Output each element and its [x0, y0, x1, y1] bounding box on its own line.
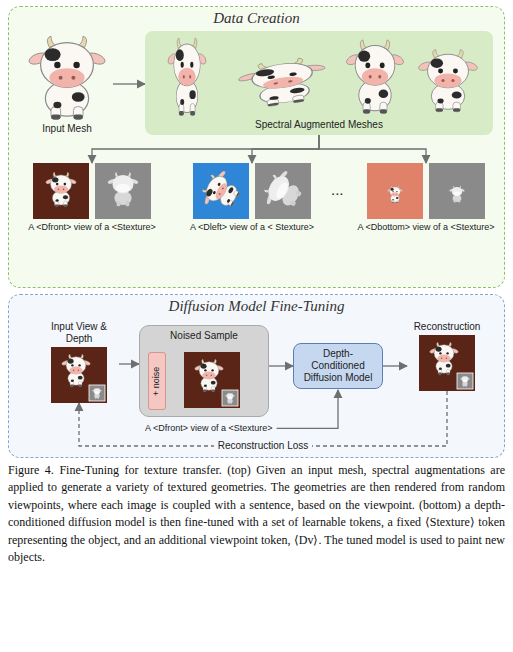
view-image [419, 335, 475, 391]
flow-arrow [383, 365, 407, 366]
augmented-cows-figure [145, 31, 493, 119]
label-patch: Reconstruction Loss [214, 440, 313, 452]
view-prompt: A <Dbottom> view of a <Stexture> [357, 222, 494, 233]
g-shape [197, 166, 246, 217]
group-fill [9, 7, 504, 287]
view-prompt: A <Dfront> view of a <Stexture> [28, 222, 156, 233]
view-render-pair: A <Dfront> view of a <Stexture> [19, 163, 165, 233]
box-title: Noised Sample [140, 330, 268, 342]
g-shape [429, 163, 485, 219]
rect-shape [457, 373, 473, 389]
g-shape [255, 163, 311, 219]
view-image [51, 347, 107, 403]
figure-label: Input Mesh [42, 123, 91, 135]
use-shape [167, 38, 206, 116]
use-shape [429, 342, 459, 374]
model-label: Depth-Conditioned Diffusion Model [298, 348, 378, 384]
cow-mesh-figure [27, 33, 107, 121]
rect-shape [95, 163, 151, 219]
reconstruction-view: Reconstruction [407, 321, 487, 391]
use-shape [460, 375, 470, 386]
use-shape [449, 186, 465, 203]
g-shape [193, 163, 249, 219]
group-title: Diffusion Model Fine-Tuning [9, 298, 504, 315]
diffusion-model-box: Depth-Conditioned Diffusion Model [293, 343, 383, 389]
figure-caption: Figure 4. Fine-Tuning for texture transf… [8, 462, 505, 566]
use-shape [235, 55, 331, 111]
render-and-depth-images [367, 163, 485, 219]
flow-arrow [119, 363, 139, 364]
g-shape [95, 163, 151, 219]
image-label: Reconstruction [414, 321, 481, 333]
flow-arrow [319, 135, 426, 163]
use-shape [225, 392, 235, 403]
use-shape [92, 387, 102, 398]
augmented-mesh-panel: Spectral Augmented Meshes [145, 31, 493, 135]
rect-shape [51, 347, 107, 403]
image-label: Input View & Depth [39, 321, 119, 345]
use-shape [194, 359, 224, 391]
use-shape [61, 354, 91, 386]
use-shape [107, 172, 139, 206]
use-shape [387, 186, 403, 203]
data-creation-group: Data CreationInput Mesh Spectral Augmente… [8, 6, 505, 288]
prompt-text: A <Dfront> view of a <Stexture> [145, 423, 273, 434]
rect-shape [367, 163, 423, 219]
view-prompt: A <Dleft> view of a < Stexture> [190, 222, 314, 233]
noised-image [184, 352, 240, 408]
flow-arrow [252, 135, 319, 163]
flow-arrow [113, 83, 145, 84]
use-shape [197, 166, 246, 217]
fine-tuning-group: Diffusion Model Fine-TuningInput View & … [8, 294, 505, 458]
g-shape [235, 55, 331, 111]
use-shape [28, 36, 107, 119]
g-shape [259, 166, 308, 217]
g-shape [33, 163, 89, 219]
rect-shape [419, 335, 475, 391]
noised-sample-box: Noised Sample + noise [139, 325, 269, 417]
render-and-depth-images [193, 163, 311, 219]
rect-shape [222, 390, 238, 406]
g-shape [367, 163, 423, 219]
input-view: Input View & Depth [39, 321, 119, 403]
use-shape [417, 49, 478, 111]
render-and-depth-images [33, 163, 151, 219]
use-shape [45, 172, 77, 206]
ellipsis: ... [331, 181, 344, 199]
rect-shape [193, 163, 249, 219]
input-mesh: Input Mesh [21, 33, 113, 135]
noise-box: + noise [148, 352, 166, 410]
view-render-pair: A <Dleft> view of a < Stexture> [179, 163, 325, 233]
flow-arrow [92, 135, 319, 163]
group-title: Data Creation [9, 10, 504, 27]
panel-label: Spectral Augmented Meshes [255, 119, 383, 131]
rect-shape [33, 163, 89, 219]
flow-arrow [269, 365, 293, 366]
rect-shape [89, 385, 105, 401]
group-fill [9, 295, 504, 457]
view-render-pair: A <Dbottom> view of a <Stexture> [353, 163, 499, 233]
rect-shape [429, 163, 485, 219]
prompt-arrow [277, 390, 338, 428]
edge-label: Reconstruction Loss [218, 440, 309, 452]
rect-shape [255, 163, 311, 219]
rect-shape [184, 352, 240, 408]
noise-label: + noise [152, 366, 163, 395]
use-shape [345, 40, 404, 114]
use-shape [259, 166, 308, 217]
